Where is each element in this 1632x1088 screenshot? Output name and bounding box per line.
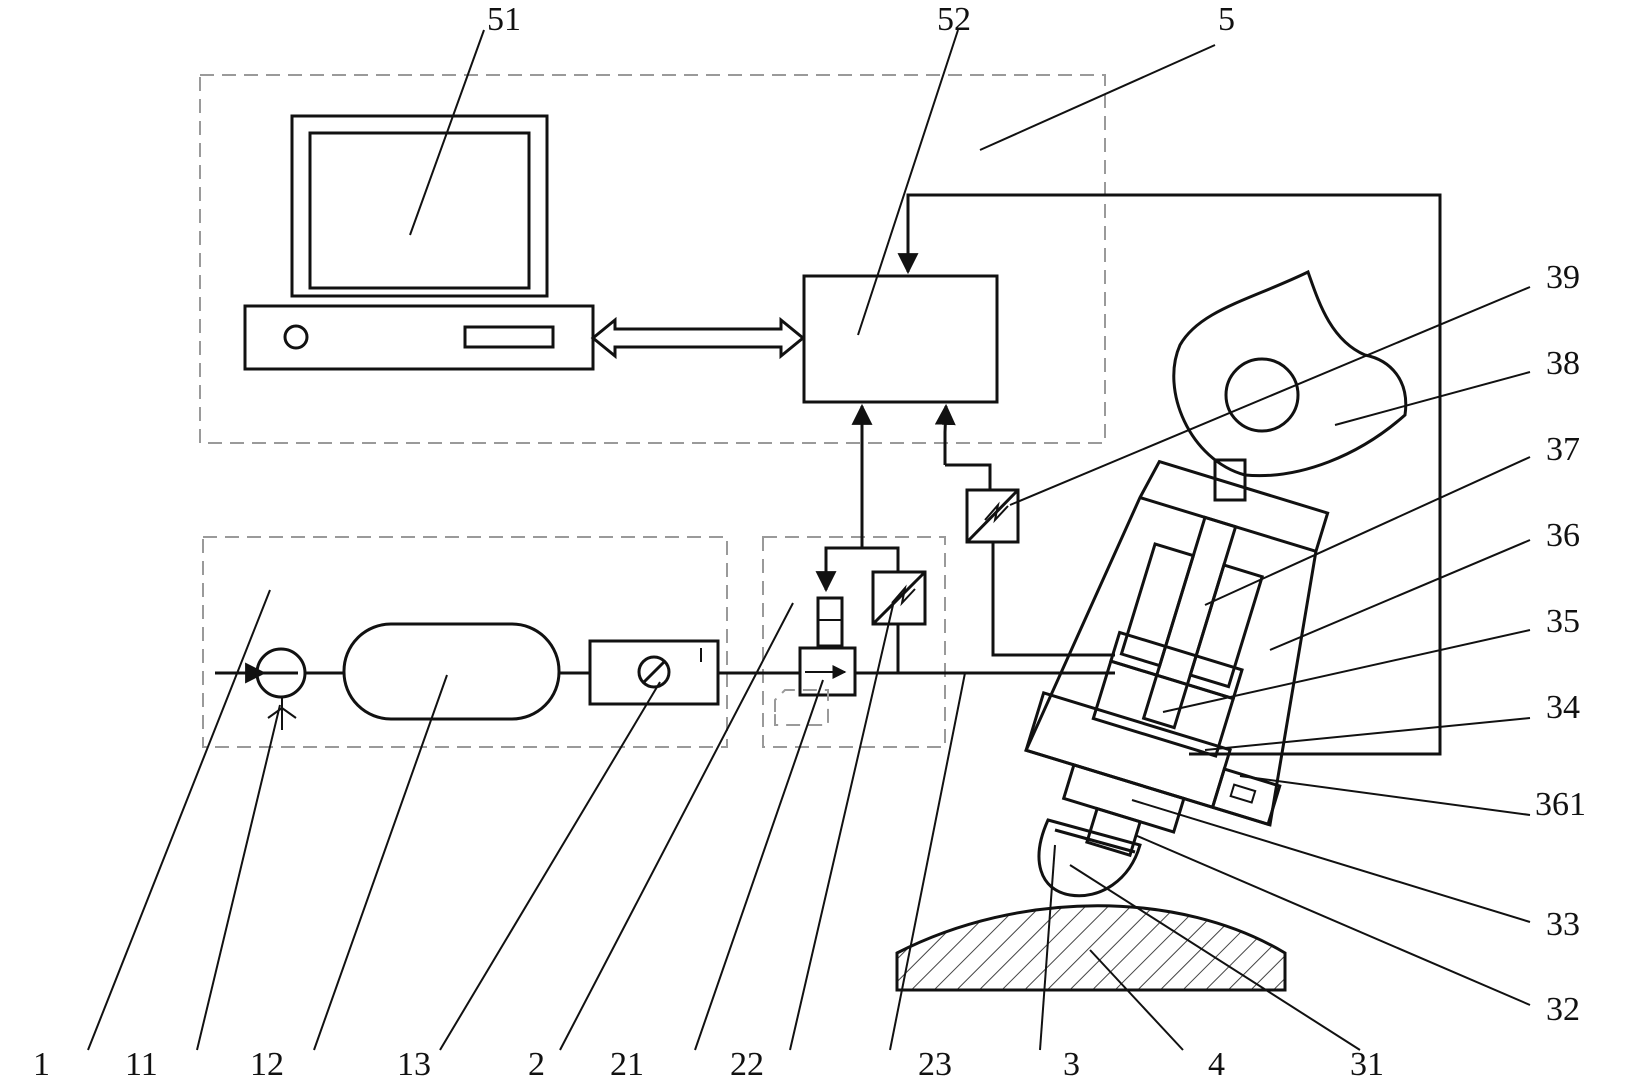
pump-11 (257, 649, 305, 730)
label-32: 32 (1546, 991, 1580, 1028)
hand-38 (1174, 272, 1406, 500)
leader-lines (88, 30, 1530, 1050)
label-13: 13 (397, 1046, 431, 1083)
label-39: 39 (1546, 259, 1580, 296)
label-361: 361 (1535, 786, 1586, 823)
data-link-arrow (593, 320, 803, 356)
label-4: 4 (1208, 1046, 1225, 1083)
label-37: 37 (1546, 431, 1580, 468)
label-34: 34 (1546, 689, 1580, 726)
valve-enclosure (763, 537, 945, 747)
actuator-assembly (1006, 449, 1362, 892)
label-1: 1 (33, 1046, 50, 1083)
label-52: 52 (937, 1, 971, 38)
label-3: 3 (1063, 1046, 1080, 1083)
label-51: 51 (487, 1, 521, 38)
controller-box (804, 276, 997, 402)
valve-command-line (826, 548, 862, 590)
label-2: 2 (528, 1046, 545, 1083)
label-22: 22 (730, 1046, 764, 1083)
label-31: 31 (1350, 1046, 1384, 1083)
label-11: 11 (125, 1046, 158, 1083)
label-35: 35 (1546, 603, 1580, 640)
feedback-line (908, 195, 1440, 754)
body-surface-4 (897, 906, 1285, 990)
control-unit-enclosure (200, 75, 1105, 443)
label-36: 36 (1546, 517, 1580, 554)
sensor-39 (967, 490, 1018, 542)
label-38: 38 (1546, 345, 1580, 382)
tank-12 (344, 624, 559, 719)
label-5: 5 (1218, 1, 1235, 38)
computer (245, 116, 593, 369)
label-21: 21 (610, 1046, 644, 1083)
label-23: 23 (918, 1046, 952, 1083)
label-12: 12 (250, 1046, 284, 1083)
sensor-39-line (945, 406, 946, 465)
filter-13 (590, 641, 718, 704)
label-33: 33 (1546, 906, 1580, 943)
